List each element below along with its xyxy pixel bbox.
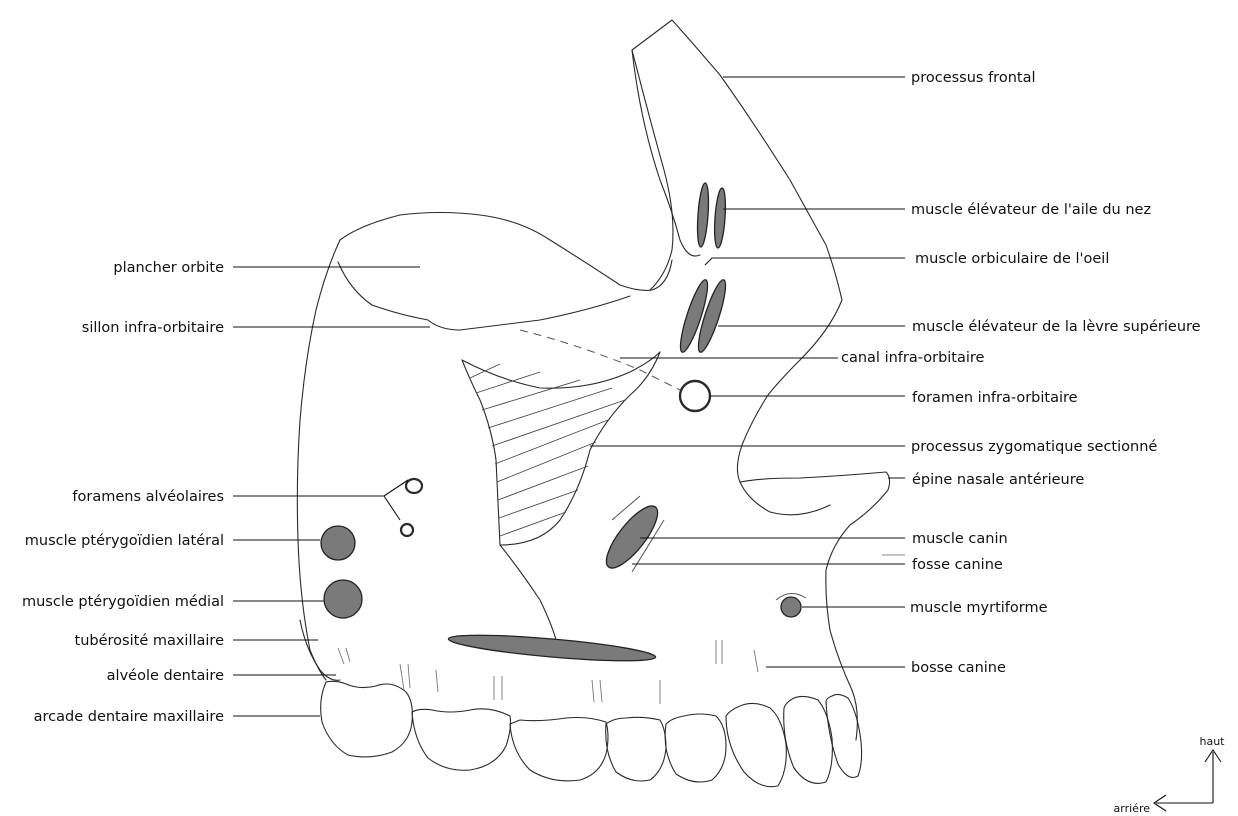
labels-left: plancher orbite sillon infra-orbitaire f… bbox=[22, 260, 224, 725]
tooth-canine bbox=[726, 703, 786, 786]
label-arcade-dentaire: arcade dentaire maxillaire bbox=[34, 709, 224, 725]
tooth-premolar-2 bbox=[606, 717, 666, 781]
label-alveole-dentaire: alvéole dentaire bbox=[107, 668, 224, 684]
compass-label-arriere: arriére bbox=[1114, 802, 1151, 815]
maxilla-bone-drawing bbox=[297, 20, 889, 740]
infraorbital-foramen bbox=[680, 381, 710, 411]
label-muscle-orbiculaire-oeil: muscle orbiculaire de l'oeil bbox=[915, 251, 1109, 267]
label-muscle-pterygoidien-lateral: muscle ptérygoïdien latéral bbox=[25, 533, 224, 549]
levator-alae-insertion-b bbox=[713, 188, 727, 249]
tooth-incisor-lateral bbox=[784, 696, 833, 783]
label-muscle-elevateur-levre: muscle élévateur de la lèvre supérieure bbox=[912, 319, 1201, 335]
orbital-floor-lower bbox=[338, 262, 630, 330]
label-muscle-pterygoidien-medial: muscle ptérygoïdien médial bbox=[22, 594, 224, 610]
labels-right: processus frontal muscle élévateur de l'… bbox=[841, 70, 1201, 676]
tooth-molar-3 bbox=[321, 681, 413, 757]
label-bosse-canine: bosse canine bbox=[911, 660, 1006, 676]
pterygoid-medial-insertion bbox=[324, 580, 362, 618]
myrtiform-insertion bbox=[781, 597, 801, 617]
alveolar-foramen-a bbox=[406, 479, 422, 493]
label-muscle-elevateur-aile-nez: muscle élévateur de l'aile du nez bbox=[911, 202, 1151, 218]
label-processus-frontal: processus frontal bbox=[911, 70, 1035, 86]
label-epine-nasale: épine nasale antérieure bbox=[912, 472, 1084, 488]
label-plancher-orbite: plancher orbite bbox=[113, 260, 224, 276]
body-lower-contour bbox=[500, 545, 556, 640]
tooth-molar-2 bbox=[412, 709, 511, 770]
label-sillon-infra-orbitaire: sillon infra-orbitaire bbox=[82, 320, 224, 336]
nasal-notch bbox=[740, 472, 890, 740]
frontal-process-inner bbox=[632, 50, 700, 256]
leader-lines bbox=[233, 77, 905, 716]
levator-alae-insertion-a bbox=[696, 183, 710, 248]
frontal-process-front bbox=[632, 50, 673, 290]
label-tuberosite-maxillaire: tubérosité maxillaire bbox=[75, 633, 225, 649]
orbital-floor-outline bbox=[340, 213, 672, 291]
buccinator-ridge bbox=[448, 630, 657, 666]
orientation-compass: haut arriére bbox=[1114, 735, 1226, 815]
label-canal-infra-orbitaire: canal infra-orbitaire bbox=[841, 350, 985, 366]
zygomatic-upper-edge bbox=[462, 352, 660, 388]
pterygoid-lateral-insertion bbox=[321, 526, 355, 560]
nasal-spine-tip bbox=[740, 482, 830, 515]
label-fosse-canine: fosse canine bbox=[912, 557, 1003, 573]
compass-label-haut: haut bbox=[1200, 735, 1226, 748]
muscle-insertions bbox=[321, 183, 806, 666]
label-muscle-canin: muscle canin bbox=[912, 531, 1008, 547]
frontal-process-outline bbox=[632, 20, 842, 482]
alveolar-foramen-b bbox=[401, 524, 413, 536]
zygomatic-cut-outline bbox=[462, 352, 660, 545]
tooth-molar-1 bbox=[510, 718, 608, 781]
dental-arch bbox=[321, 681, 862, 786]
label-processus-zygomatique: processus zygomatique sectionné bbox=[911, 439, 1157, 455]
label-foramen-infra-orbitaire: foramen infra-orbitaire bbox=[912, 390, 1078, 406]
tooth-premolar-1 bbox=[665, 714, 726, 782]
label-foramens-alveolaires: foramens alvéolaires bbox=[72, 489, 224, 505]
zygomatic-hatching bbox=[470, 364, 625, 536]
label-muscle-myrtiforme: muscle myrtiforme bbox=[910, 600, 1048, 616]
